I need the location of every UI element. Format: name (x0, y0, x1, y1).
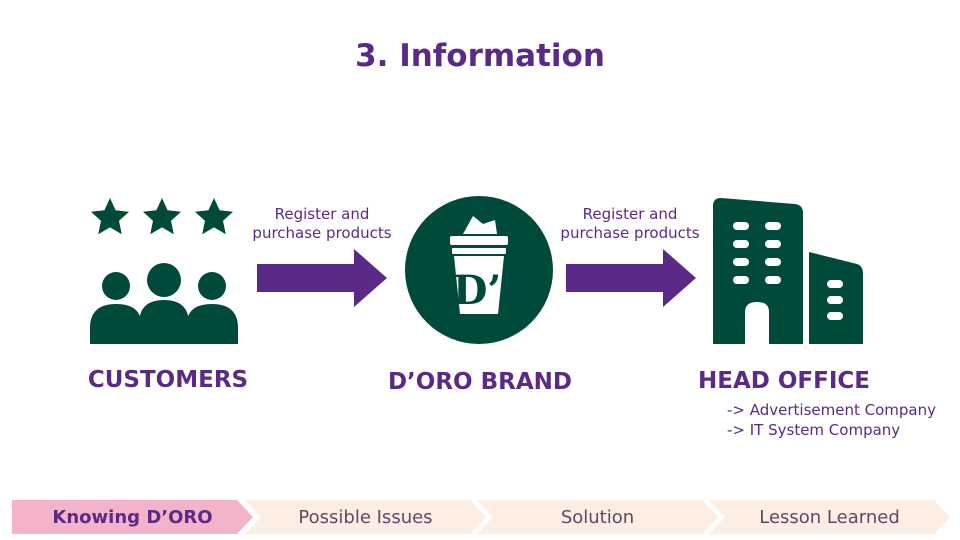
head-office-label: HEAD OFFICE (698, 368, 870, 394)
star-icon (143, 198, 181, 235)
page-title: 3. Information (355, 38, 605, 74)
arrow-label-2-line1: Register and (582, 205, 678, 223)
nav-step-possible-issues[interactable]: Possible Issues (245, 500, 486, 534)
nav-step-solution[interactable]: Solution (477, 500, 718, 534)
arrow-label-1-line1: Register and (274, 205, 370, 223)
star-icon (91, 198, 129, 235)
nav-step-knowing-doro[interactable]: Knowing D’ORO (12, 500, 253, 534)
arrow-label-2-line2: purchase products (560, 224, 700, 242)
building-icon (713, 198, 863, 344)
customers-group-icon (90, 198, 238, 344)
nav-step-label: Possible Issues (298, 506, 433, 528)
head-office-item-advertisement: -> Advertisement Company (727, 401, 936, 419)
nav-step-label: Knowing D’ORO (52, 506, 213, 528)
customers-label: CUSTOMERS (87, 367, 249, 393)
head-office-item-it-system: -> IT System Company (727, 421, 901, 439)
progress-nav: Knowing D’ORO Possible Issues Solution L… (12, 500, 950, 534)
arrow-label-2: Register and purchase products (545, 205, 715, 243)
cup-letter: D’ (453, 267, 502, 314)
arrow-customers-to-brand (257, 249, 387, 307)
arrow-label-1-line2: purchase products (252, 224, 392, 242)
nav-step-label: Solution (560, 506, 635, 528)
star-icon (195, 198, 233, 235)
arrow-brand-to-head-office (566, 249, 696, 307)
arrow-label-1: Register and purchase products (237, 205, 407, 243)
brand-label: D’ORO BRAND (387, 369, 573, 395)
nav-step-lesson-learned[interactable]: Lesson Learned (709, 500, 950, 534)
doro-brand-logo: D’ (405, 196, 553, 344)
nav-step-label: Lesson Learned (759, 506, 900, 528)
